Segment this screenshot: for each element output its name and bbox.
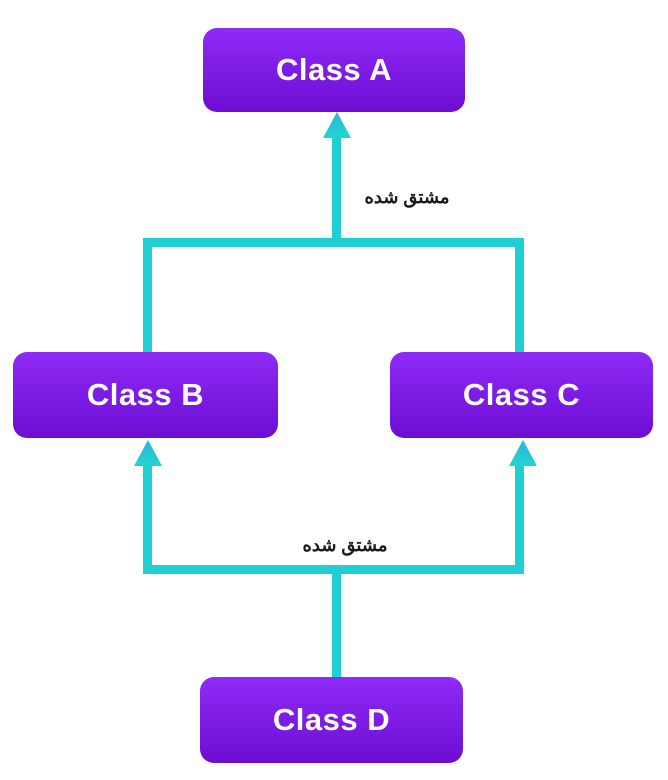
node-class-a: Class A — [203, 28, 465, 112]
node-class-b-label: Class B — [86, 377, 205, 412]
edge-top-horizontal-line — [143, 238, 524, 247]
edge-label-derived-top: مشتق شده — [364, 187, 450, 207]
arrowhead-up-icon — [509, 440, 537, 466]
edge-top-stem-line — [332, 134, 341, 247]
arrowhead-up-icon — [134, 440, 162, 466]
edge-top-left-drop-line — [143, 238, 152, 352]
edge-bottom-left-riser-line — [143, 462, 152, 574]
edge-top-right-drop-line — [515, 238, 524, 352]
edge-bottom-right-riser-line — [515, 462, 524, 574]
edge-bottom-stem-line — [332, 565, 341, 677]
node-class-d: Class D — [200, 677, 463, 763]
node-class-c: Class C — [390, 352, 653, 438]
node-class-c-label: Class C — [462, 377, 581, 412]
node-class-d-label: Class D — [272, 702, 391, 737]
node-class-b: Class B — [13, 352, 278, 438]
arrowhead-up-icon — [323, 112, 351, 138]
node-class-a-label: Class A — [275, 52, 393, 87]
edge-label-derived-bottom: مشتق شده — [302, 535, 388, 555]
